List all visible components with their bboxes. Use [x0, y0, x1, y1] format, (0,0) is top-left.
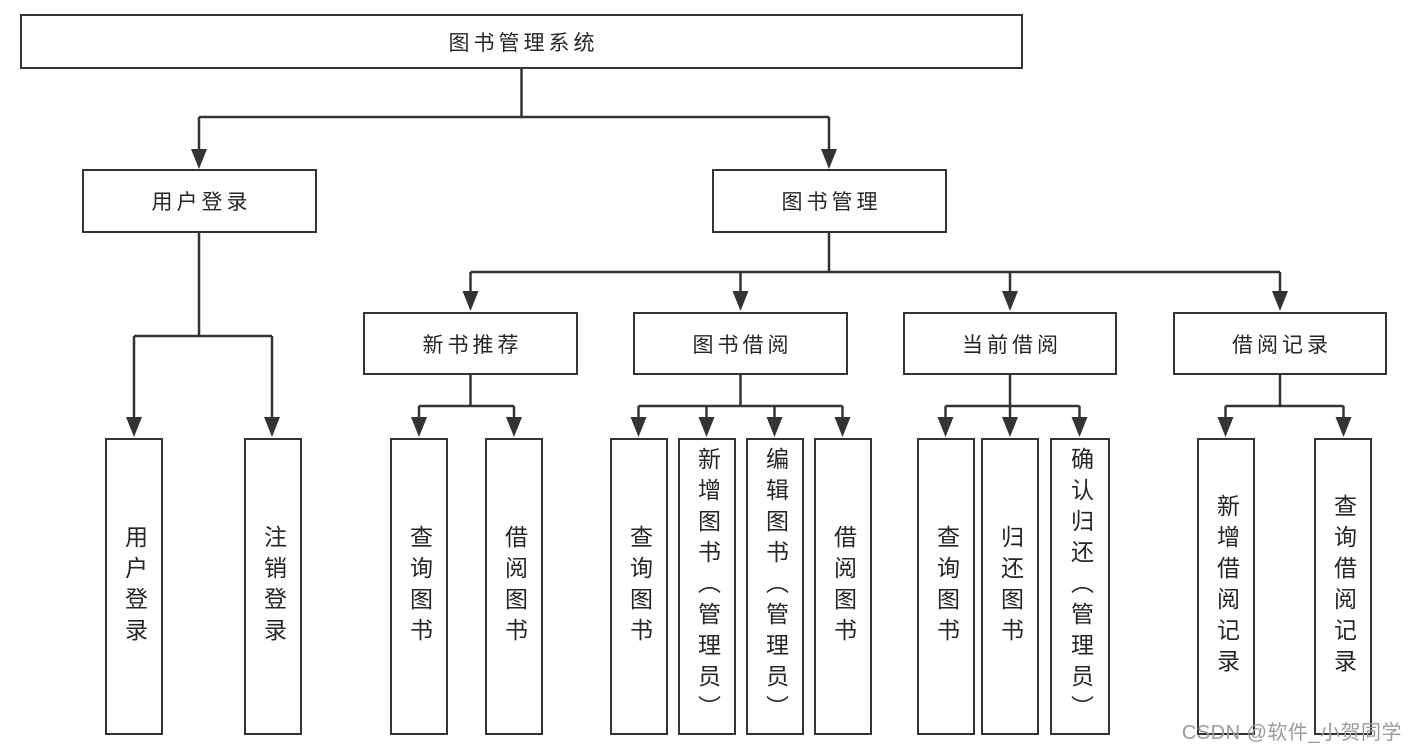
arrowhead-icon: [126, 417, 142, 437]
arrowhead-icon: [191, 149, 207, 169]
leaf-return-books-label: 归还图书: [997, 524, 1024, 649]
leaf-add-borrow-record: 新增借阅记录: [1197, 438, 1255, 735]
leaf-user-login-label: 用户登录: [121, 524, 148, 649]
node-new-book-recommend-label: 新书推荐: [422, 333, 523, 357]
leaf-logout: 注销登录: [244, 438, 302, 735]
leaf-borrow-books: 借阅图书: [814, 438, 872, 735]
leaf-logout-label: 注销登录: [260, 524, 287, 649]
leaf-add-books-admin: 新增图书（管理员）: [678, 438, 736, 735]
node-new-book-recommend: 新书推荐: [363, 312, 578, 375]
arrowhead-icon: [1002, 291, 1018, 311]
node-current-borrow-label: 当前借阅: [962, 333, 1062, 357]
arrowhead-icon: [1002, 417, 1018, 437]
leaf-add-books-admin-label: 新增图书（管理员）: [694, 447, 721, 726]
arrowhead-icon: [821, 149, 837, 169]
leaf-current-query-books-label: 查询图书: [933, 524, 960, 649]
leaf-confirm-return-admin-label: 确认归还（管理员）: [1067, 447, 1094, 726]
leaf-user-login: 用户登录: [105, 438, 163, 735]
arrowhead-icon: [1217, 417, 1234, 437]
arrowhead-icon: [834, 417, 851, 437]
node-borrow-records-label: 借阅记录: [1232, 333, 1332, 357]
leaf-edit-books-admin-label: 编辑图书（管理员）: [762, 447, 789, 726]
leaf-borrow-query-books-label: 查询图书: [626, 524, 653, 649]
node-borrow-records: 借阅记录: [1173, 312, 1387, 375]
arrowhead-icon: [506, 417, 522, 437]
node-current-borrow: 当前借阅: [903, 312, 1117, 375]
csdn-watermark: CSDN @软件_小贺同学: [1181, 722, 1402, 744]
arrowhead-icon: [1272, 291, 1288, 311]
leaf-borrow-books-label: 借阅图书: [830, 524, 857, 649]
leaf-edit-books-admin: 编辑图书（管理员）: [746, 438, 804, 735]
leaf-query-borrow-record: 查询借阅记录: [1314, 438, 1372, 735]
node-book-management: 图书管理: [712, 169, 947, 233]
node-user-login: 用户登录: [82, 169, 317, 233]
arrowhead-icon: [732, 291, 749, 311]
arrowhead-icon: [1335, 417, 1352, 437]
leaf-query-borrow-record-label: 查询借阅记录: [1330, 493, 1357, 680]
node-user-login-label: 用户登录: [151, 191, 252, 214]
leaf-recommend-borrow-books-label: 借阅图书: [501, 524, 528, 649]
leaf-add-borrow-record-label: 新增借阅记录: [1213, 493, 1240, 680]
node-root-label: 图书管理系统: [448, 31, 599, 55]
arrowhead-icon: [411, 417, 427, 437]
leaf-current-query-books: 查询图书: [917, 438, 975, 735]
leaf-confirm-return-admin: 确认归还（管理员）: [1050, 438, 1110, 735]
arrowhead-icon: [937, 417, 954, 437]
leaf-recommend-query-books: 查询图书: [390, 438, 448, 735]
leaf-recommend-borrow-books: 借阅图书: [485, 438, 543, 735]
arrowhead-icon: [630, 417, 647, 437]
leaf-recommend-query-books-label: 查询图书: [406, 524, 433, 649]
arrowhead-icon: [766, 417, 783, 437]
node-book-management-label: 图书管理: [781, 191, 882, 214]
arrowhead-icon: [1071, 417, 1088, 437]
arrowhead-icon: [698, 417, 715, 437]
arrowhead-icon: [264, 417, 280, 437]
node-book-borrow-label: 图书借阅: [692, 333, 793, 357]
leaf-borrow-query-books: 查询图书: [610, 438, 668, 735]
node-root: 图书管理系统: [20, 14, 1023, 69]
arrowhead-icon: [462, 291, 479, 311]
leaf-return-books: 归还图书: [981, 438, 1039, 735]
node-book-borrow: 图书借阅: [633, 312, 848, 375]
